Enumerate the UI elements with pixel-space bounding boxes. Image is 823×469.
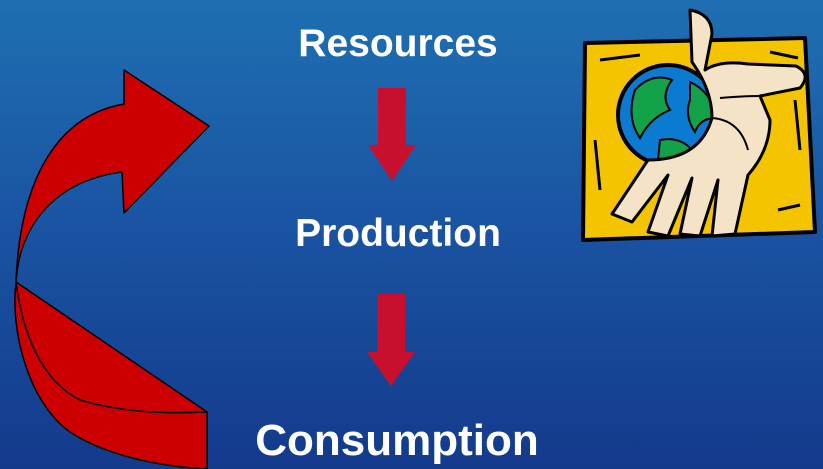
down-arrow-icon [367,294,415,386]
cycle-return-arrow [14,69,210,469]
step-consumption-label: Consumption [255,416,539,465]
hand-holding-globe-icon [581,8,817,242]
step-production-label: Production [295,212,501,255]
step-resources-label: Resources [298,22,498,65]
down-arrow-icon [368,88,416,181]
